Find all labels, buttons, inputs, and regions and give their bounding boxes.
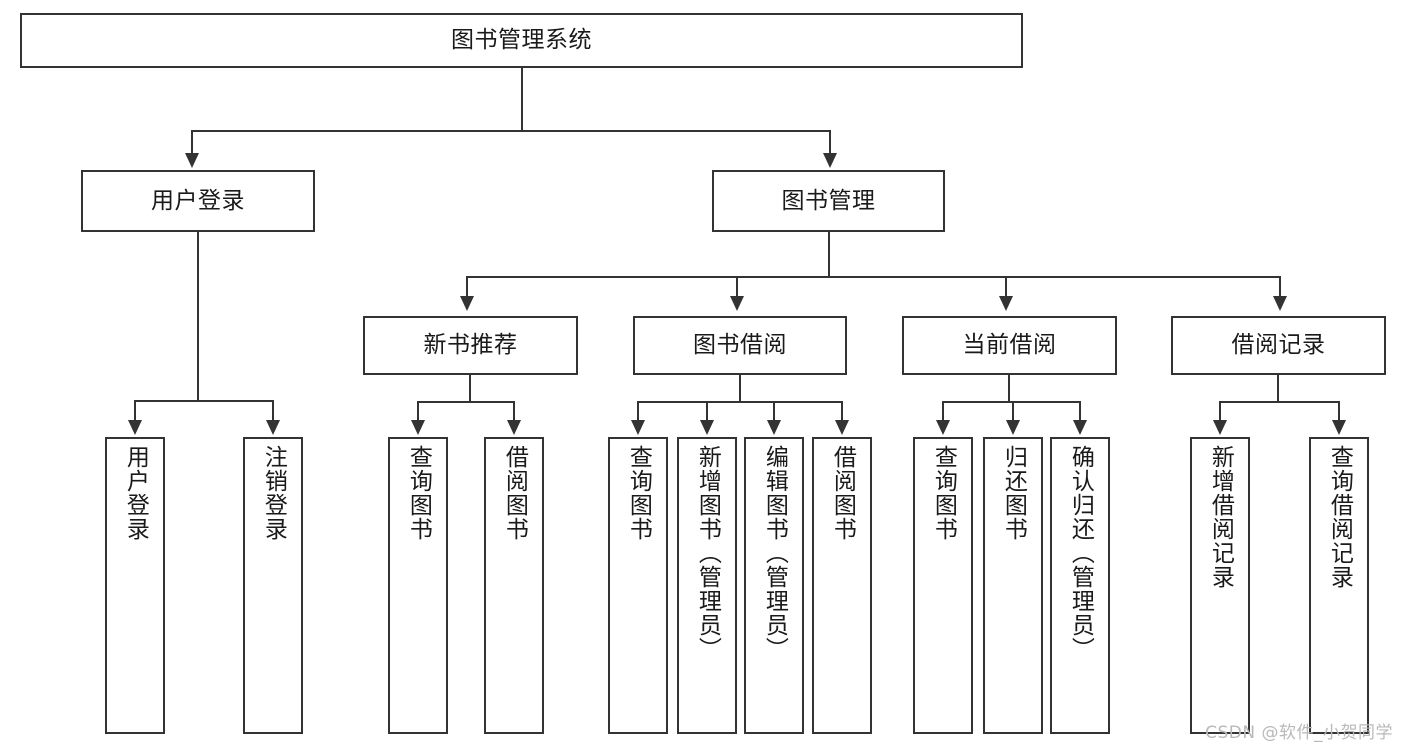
connector-book-management-stem [828, 232, 830, 277]
leaf-nb-borrow-book[interactable]: 借阅图书 [484, 437, 544, 734]
node-current-borrow[interactable]: 当前借阅 [902, 316, 1117, 375]
node-label: 新书推荐 [423, 332, 518, 359]
node-label: 借阅图书 [501, 445, 528, 541]
connector-cb-to-leaf-3 [1079, 401, 1081, 423]
leaf-bb-edit-book-admin[interactable]: 编辑图书（管理员） [744, 437, 804, 734]
connector-user-login-stem [197, 232, 199, 401]
connector-nb-to-leaf-2 [513, 401, 515, 423]
connector-book-borrow-stem [739, 375, 741, 402]
arrowhead-bb-query-book [631, 420, 645, 435]
leaf-logout[interactable]: 注销登录 [243, 437, 303, 734]
node-label: 当前借阅 [962, 332, 1057, 359]
connector-nb-to-leaf-1 [417, 401, 419, 423]
node-label: 图书借阅 [693, 332, 787, 359]
connector-current-borrow-bus [942, 401, 1080, 403]
connector-book-borrow-bus [637, 401, 842, 403]
arrowhead-bb-edit-book [767, 420, 781, 435]
leaf-bb-borrow-book[interactable]: 借阅图书 [812, 437, 872, 734]
connector-bm-to-current-borrow [1005, 276, 1007, 299]
node-label: 图书管理 [781, 187, 876, 214]
connector-borrow-record-stem [1277, 375, 1279, 402]
connector-book-management-bus [466, 276, 1279, 278]
node-label: 确认归还（管理员） [1067, 445, 1094, 661]
connector-bm-to-book-borrow [736, 276, 738, 299]
arrowhead-cb-confirm-return [1073, 420, 1087, 435]
connector-bb-to-leaf-1 [637, 401, 639, 423]
connector-br-to-leaf-2 [1338, 401, 1340, 423]
node-label: 查询借阅记录 [1326, 445, 1353, 589]
node-label: 编辑图书（管理员） [761, 445, 788, 661]
connector-borrow-record-bus [1219, 401, 1339, 403]
arrowhead-book-management [823, 153, 837, 168]
arrowhead-bb-borrow-book [835, 420, 849, 435]
node-label: 查询图书 [625, 445, 652, 541]
leaf-cb-confirm-return-admin[interactable]: 确认归还（管理员） [1050, 437, 1110, 734]
connector-root-stem [521, 68, 523, 131]
node-label: 查询图书 [405, 445, 432, 541]
node-book-borrow[interactable]: 图书借阅 [633, 316, 847, 375]
connector-bb-to-leaf-3 [773, 401, 775, 423]
arrowhead-leaf-user-login [128, 420, 142, 435]
arrowhead-user-login [185, 153, 199, 168]
arrowhead-nb-query-book [411, 420, 425, 435]
node-label: 用户登录 [122, 445, 149, 541]
connector-bm-to-new-book [466, 276, 468, 299]
connector-root-bus [191, 130, 831, 132]
connector-root-to-book-management [829, 130, 831, 156]
connector-new-book-bus [417, 401, 515, 403]
arrowhead-current-borrow [999, 296, 1013, 311]
connector-user-login-to-leaf-2 [272, 400, 274, 423]
leaf-user-login[interactable]: 用户登录 [105, 437, 165, 734]
leaf-cb-query-book[interactable]: 查询图书 [913, 437, 973, 734]
arrowhead-br-query-record [1332, 420, 1346, 435]
connector-user-login-to-leaf-1 [134, 400, 136, 423]
node-label: 注销登录 [260, 445, 287, 541]
leaf-nb-query-book[interactable]: 查询图书 [388, 437, 448, 734]
node-user-login[interactable]: 用户登录 [81, 170, 315, 232]
arrowhead-bb-add-book [700, 420, 714, 435]
connector-bb-to-leaf-4 [841, 401, 843, 423]
leaf-cb-return-book[interactable]: 归还图书 [983, 437, 1043, 734]
arrowhead-book-borrow [730, 296, 744, 311]
node-new-book-recommend[interactable]: 新书推荐 [363, 316, 578, 375]
node-root-library-management-system[interactable]: 图书管理系统 [20, 13, 1023, 68]
arrowhead-borrow-record [1273, 296, 1287, 311]
leaf-bb-query-book[interactable]: 查询图书 [608, 437, 668, 734]
arrowhead-cb-query-book [936, 420, 950, 435]
connector-user-login-bus [134, 400, 273, 402]
node-label: 新增图书（管理员） [694, 445, 721, 661]
connector-cb-to-leaf-1 [942, 401, 944, 423]
arrowhead-cb-return-book [1006, 420, 1020, 435]
node-label: 借阅图书 [829, 445, 856, 541]
connector-cb-to-leaf-2 [1012, 401, 1014, 423]
connector-bb-to-leaf-2 [706, 401, 708, 423]
connector-bm-to-borrow-record [1279, 276, 1281, 299]
arrowhead-new-book-recommend [460, 296, 474, 311]
arrowhead-nb-borrow-book [507, 420, 521, 435]
connector-root-to-user-login [191, 130, 193, 156]
connector-br-to-leaf-1 [1219, 401, 1221, 423]
node-label: 用户登录 [151, 187, 245, 214]
node-label: 图书管理系统 [451, 27, 592, 54]
connector-new-book-stem [469, 375, 471, 402]
leaf-bb-add-book-admin[interactable]: 新增图书（管理员） [677, 437, 737, 734]
node-borrow-record[interactable]: 借阅记录 [1171, 316, 1386, 375]
node-label: 归还图书 [1000, 445, 1027, 541]
node-label: 新增借阅记录 [1207, 445, 1234, 589]
node-label: 查询图书 [930, 445, 957, 541]
node-book-management[interactable]: 图书管理 [712, 170, 945, 232]
connector-current-borrow-stem [1008, 375, 1010, 402]
leaf-br-add-record[interactable]: 新增借阅记录 [1190, 437, 1250, 734]
leaf-br-query-record[interactable]: 查询借阅记录 [1309, 437, 1369, 734]
node-label: 借阅记录 [1231, 332, 1326, 359]
arrowhead-leaf-logout [266, 420, 280, 435]
arrowhead-br-add-record [1213, 420, 1227, 435]
